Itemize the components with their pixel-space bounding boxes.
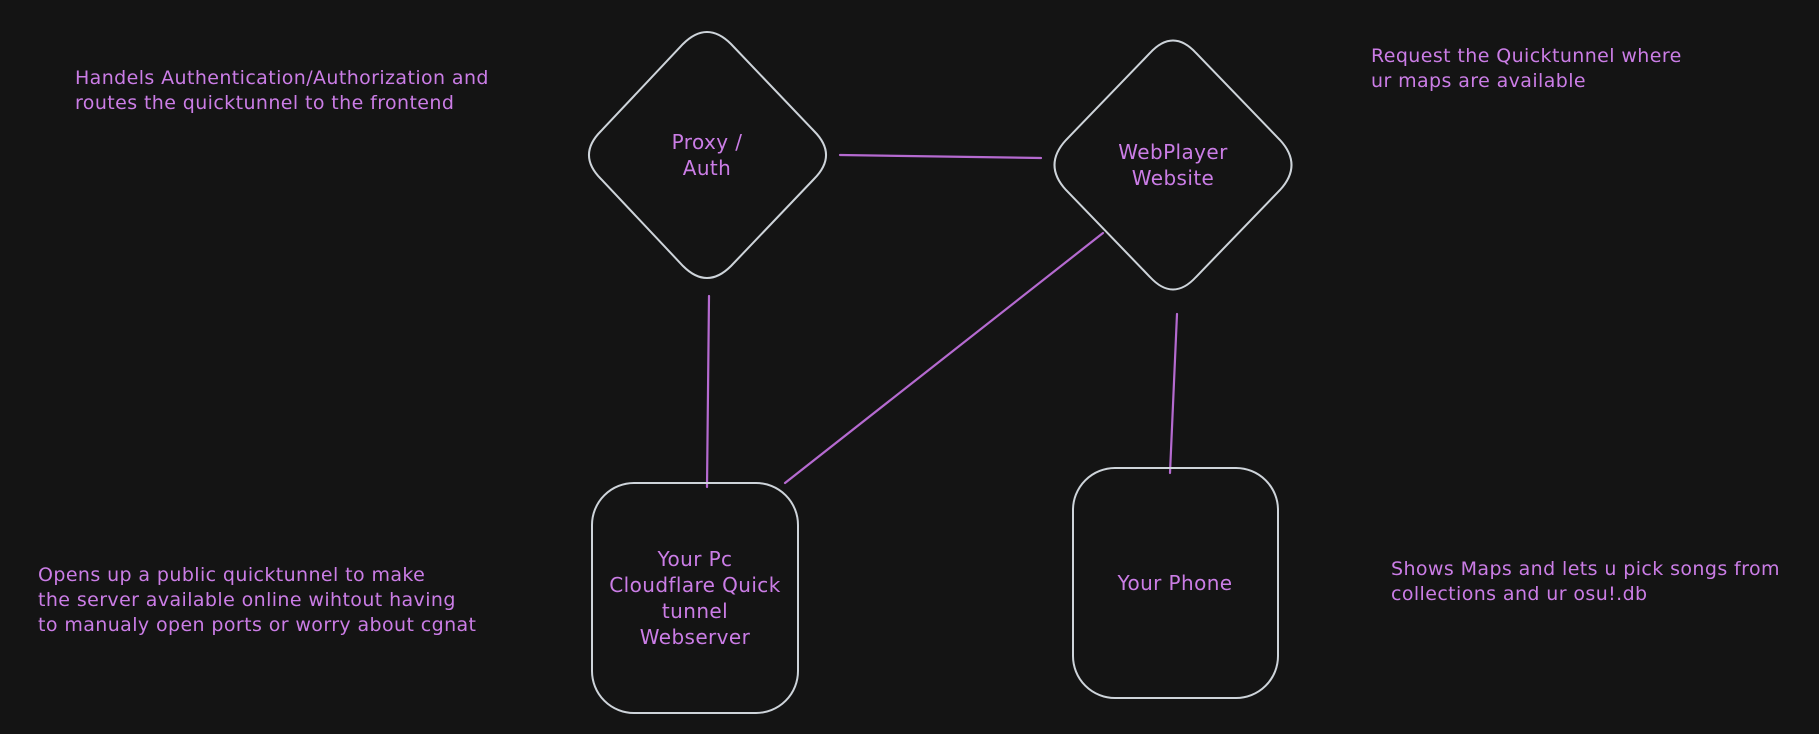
- annotation-webplayer[interactable]: Request the Quicktunnel where ur maps ar…: [1371, 45, 1682, 92]
- connector-proxy-pc[interactable]: [705, 294, 711, 489]
- webplayer-label[interactable]: WebPlayer Website: [1118, 140, 1228, 190]
- connector-proxy-webplayer[interactable]: [838, 153, 1043, 160]
- webplayer-node[interactable]: [1053, 39, 1293, 291]
- phone-node[interactable]: [1072, 467, 1279, 699]
- annotation-quicktunnel[interactable]: Opens up a public quicktunnel to make th…: [38, 564, 477, 636]
- annotation-proxy-auth[interactable]: Handels Authentication/Authorization and…: [75, 67, 489, 114]
- annotation-phone-maps[interactable]: Shows Maps and lets u pick songs from co…: [1391, 558, 1780, 605]
- proxy-auth-node[interactable]: [588, 31, 827, 279]
- pc-webserver-label[interactable]: Your Pc Cloudflare Quick tunnel Webserve…: [609, 547, 781, 649]
- proxy-auth-label[interactable]: Proxy / Auth: [671, 130, 743, 180]
- connector-webplayer-phone[interactable]: [1168, 312, 1179, 475]
- phone-label[interactable]: Your Phone: [1117, 571, 1233, 595]
- pc-webserver-node[interactable]: [591, 482, 799, 714]
- connector-pc-webplayer[interactable]: [783, 231, 1105, 485]
